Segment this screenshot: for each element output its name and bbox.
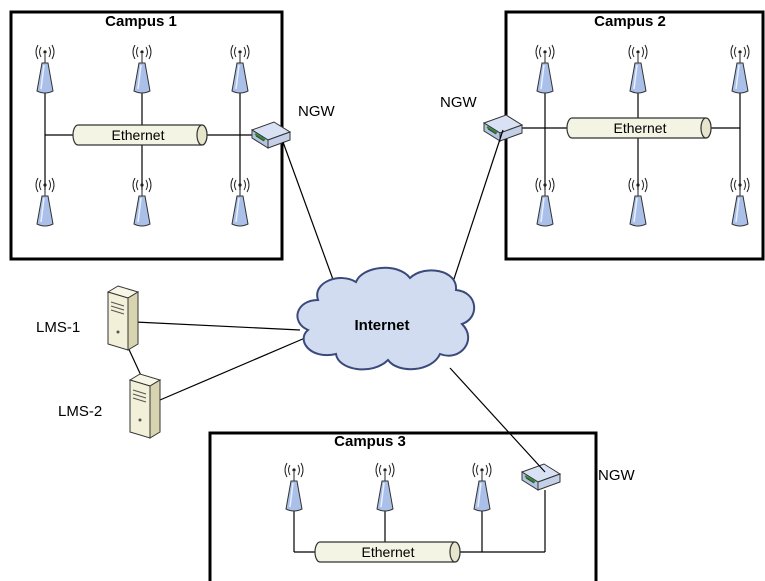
server-lms-1-label: LMS-1	[36, 319, 80, 336]
campus-2-ethernet-bus: Ethernet	[566, 117, 712, 139]
campus-2-wiring	[520, 88, 741, 190]
access-point-icon	[628, 44, 648, 94]
internet-label: Internet	[354, 317, 409, 334]
campus-1: Campus 1 Ethernet NGW	[9, 10, 336, 261]
campus-3-ethernet-bus: Ethernet	[314, 541, 461, 563]
campus-3: Campus 3 Ethernet NGW	[208, 431, 636, 581]
campus-2: Campus 2 Ethernet NGW	[440, 10, 765, 261]
campus-3-title: Campus 3	[334, 433, 406, 450]
server-icon	[107, 285, 139, 351]
access-point-icon	[535, 177, 555, 227]
access-point-icon	[35, 44, 55, 94]
server-lms-1: LMS-1	[36, 285, 139, 351]
access-point-icon	[284, 462, 304, 512]
access-point-icon	[132, 44, 152, 94]
access-point-icon	[230, 177, 250, 227]
access-point-icon	[730, 44, 750, 94]
server-lms-2-label: LMS-2	[58, 403, 102, 420]
access-point-icon	[628, 177, 648, 227]
campus-2-ethernet-label: Ethernet	[614, 120, 667, 136]
campus-3-ethernet-label: Ethernet	[362, 544, 415, 560]
campus-2-gateway-label: NGW	[440, 94, 478, 111]
access-point-icon	[35, 177, 55, 227]
campus-1-title: Campus 1	[105, 13, 177, 30]
access-point-icon	[730, 177, 750, 227]
access-point-icon	[535, 44, 555, 94]
campus-1-ethernet-label: Ethernet	[112, 127, 165, 143]
access-point-icon	[132, 177, 152, 227]
campus-3-boundary	[208, 431, 598, 581]
server-lms-2: LMS-2	[58, 373, 161, 439]
campus-2-title: Campus 2	[594, 13, 666, 30]
campus-3-gateway-label: NGW	[598, 467, 636, 484]
access-point-icon	[472, 462, 492, 512]
access-point-icon	[230, 44, 250, 94]
access-point-icon	[375, 462, 395, 512]
campus-1-ethernet-bus: Ethernet	[72, 124, 208, 146]
campus-1-gateway-label: NGW	[298, 103, 336, 120]
server-icon	[129, 373, 161, 439]
internet-cloud: Internet	[296, 266, 476, 371]
gateway-icon	[483, 114, 523, 142]
